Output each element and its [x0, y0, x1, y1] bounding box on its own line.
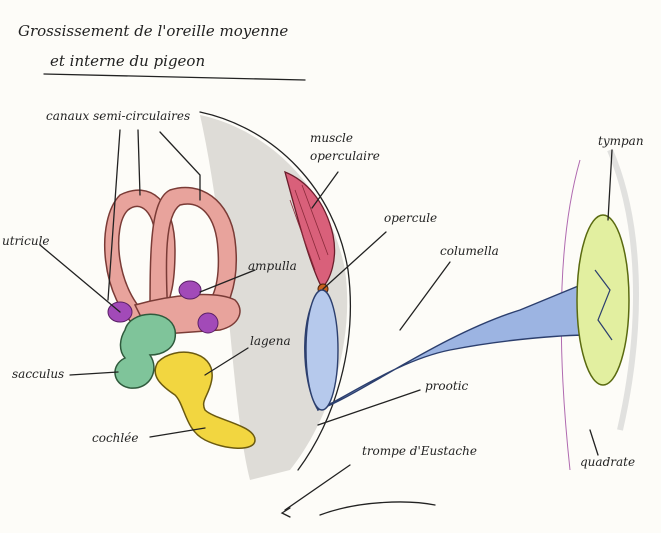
trompe-arrowhead: [280, 507, 291, 518]
label-columella: columella: [440, 244, 499, 258]
label-quadrate: quadrate: [580, 455, 635, 469]
skull-outline: [199, 111, 351, 471]
label-prootic: prootic: [425, 379, 469, 393]
title-line2: et interne du pigeon: [50, 52, 205, 70]
cochlea: [154, 351, 256, 449]
label-trompe: trompe d'Eustache: [362, 444, 477, 458]
columella-footplate: [305, 289, 339, 411]
ampulla-right: [197, 312, 219, 334]
label-lagena: lagena: [250, 334, 291, 348]
leader-lines: [39, 129, 613, 511]
label-muscle-line1: muscle: [310, 131, 353, 145]
tympanic-shadow: [607, 148, 639, 431]
columella-extracolumella: [594, 269, 613, 341]
label-ampulla: ampulla: [248, 259, 297, 273]
label-cochlee: cochlée: [92, 431, 138, 445]
tympanic-rim: [560, 159, 581, 471]
muscle-fibres: [289, 184, 329, 271]
bottom-curve: [319, 501, 436, 516]
label-tympan: tympan: [598, 134, 644, 148]
label-utricule: utricule: [2, 234, 50, 248]
utricle-saccule: [114, 313, 176, 389]
ampulla-top: [178, 280, 202, 300]
title-line1: Grossissement de l'oreille moyenne: [18, 22, 288, 40]
label-sacculus: sacculus: [12, 367, 64, 381]
label-muscle-line2: operculaire: [310, 149, 380, 163]
title-underline: [43, 73, 306, 81]
label-canaux: canaux semi-circulaires: [46, 109, 190, 123]
label-opercule: opercule: [384, 211, 437, 225]
tympan: [576, 214, 630, 386]
